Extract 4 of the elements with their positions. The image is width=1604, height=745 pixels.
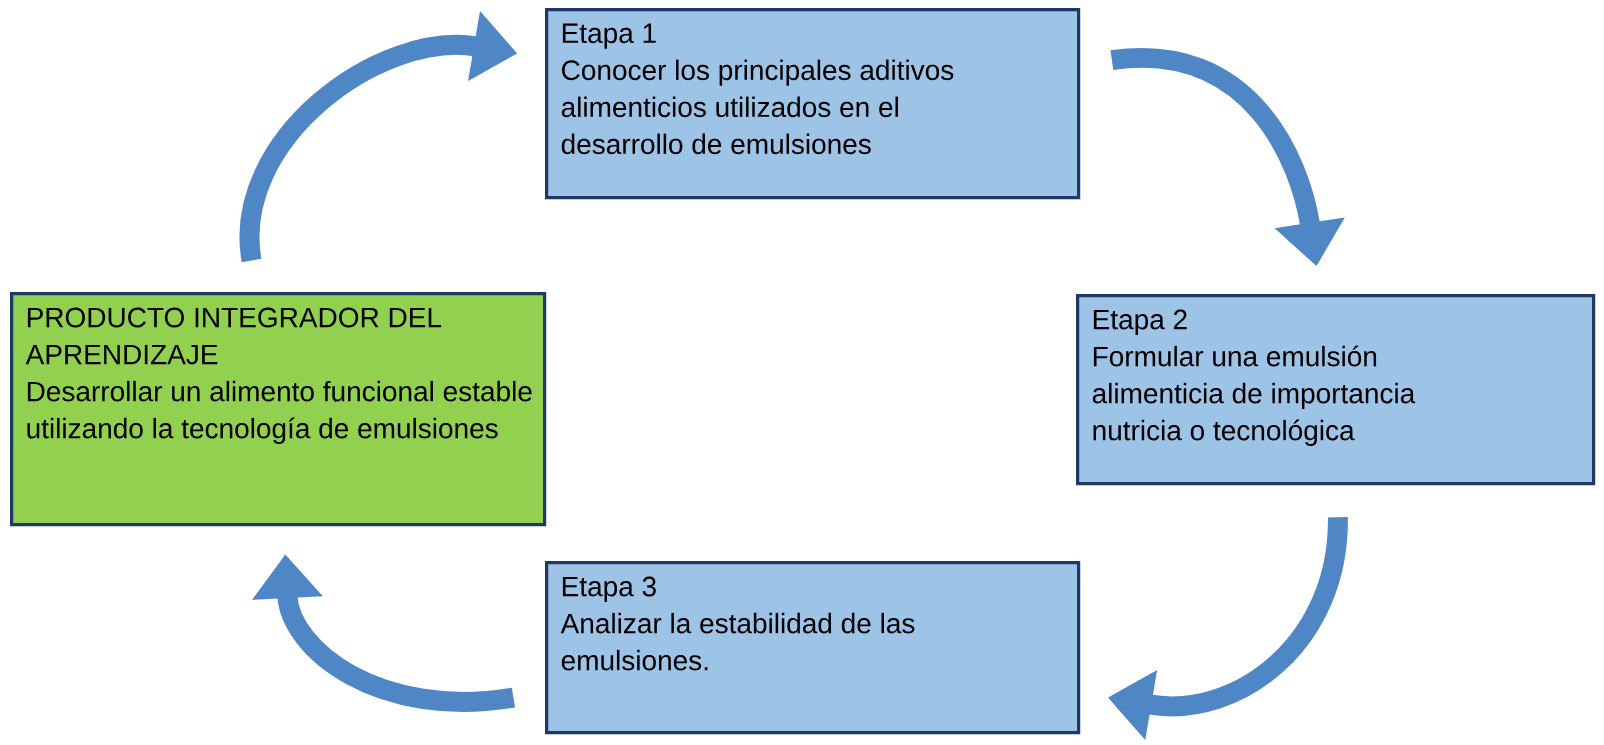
product-box: PRODUCTO INTEGRADOR DEL APRENDIZAJE Desarrollar un alimento funcional estable utilizando la tecnología de emulsiones <box>10 292 547 527</box>
stage-box: Etapa 2 Formular una emulsión alimenticia de importancia nutricia o tecnológica <box>1076 294 1596 486</box>
stage-box: Etapa 3 Analizar la estabilidad de las emulsiones. <box>545 561 1081 735</box>
stage-box: Etapa 1 Conocer los principales aditivos alimenticios utilizados en el desarrollo de emulsiones <box>545 8 1081 200</box>
